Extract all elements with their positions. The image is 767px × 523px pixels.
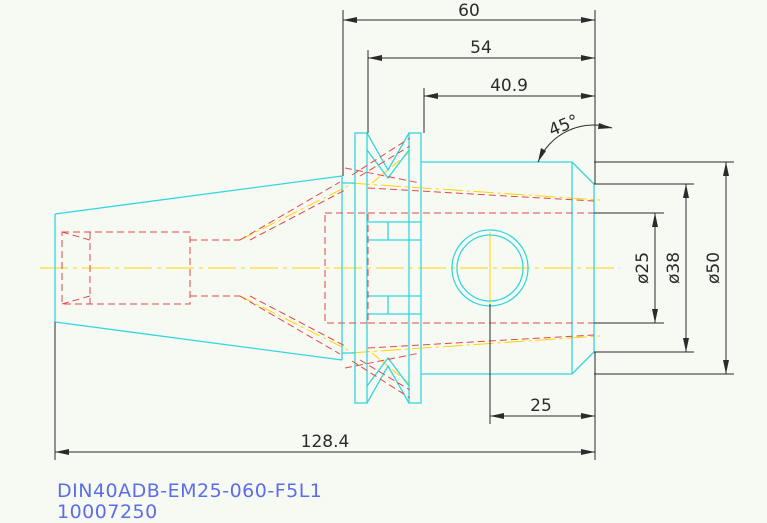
dim-diameter-50-label: ø50 — [704, 252, 724, 284]
part-number: 10007250 — [57, 501, 158, 523]
part-code: DIN40ADB-EM25-060-F5L1 — [57, 480, 323, 502]
dim-60-label: 60 — [458, 1, 480, 21]
dim-overall-length-label: 128.4 — [301, 432, 350, 452]
dim-angle-label: 45° — [546, 111, 581, 141]
dim-40-9-label: 40.9 — [490, 76, 528, 96]
dim-25-label: 25 — [530, 396, 552, 416]
hidden-lines — [61, 137, 595, 399]
dimension-lines — [54, 10, 734, 460]
dim-54-label: 54 — [470, 38, 492, 58]
dim-diameter-38-label: ø38 — [664, 252, 684, 284]
dim-diameter-25-label: ø25 — [633, 252, 653, 284]
dimension-arrows — [55, 17, 729, 455]
center-lines — [40, 151, 620, 385]
holder-outline — [54, 132, 595, 404]
